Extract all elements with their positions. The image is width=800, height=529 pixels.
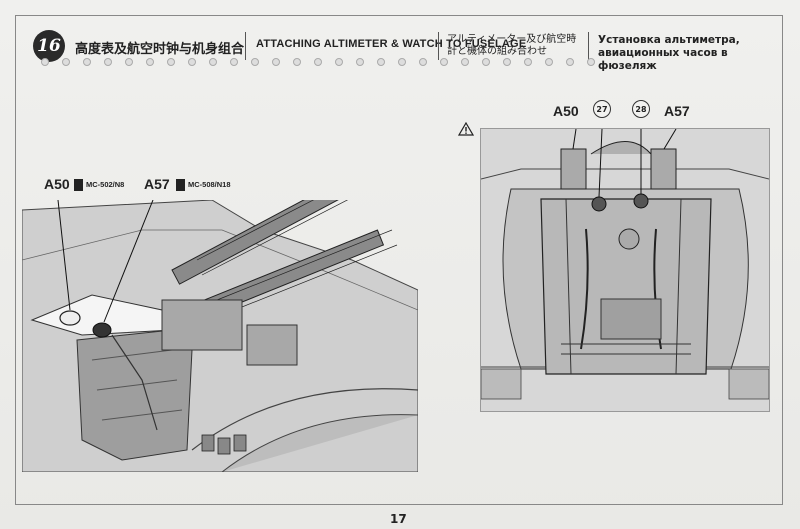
page-frame <box>15 15 783 505</box>
callout-28: 28 <box>632 100 650 118</box>
paint-brush-icon <box>74 179 83 191</box>
title-japanese: アルティメーター及び航空時計と機体の組み合わせ <box>447 34 577 57</box>
part-label-a50: A50 <box>553 103 579 119</box>
paint-code-a50: MC-502/N8 <box>74 179 124 191</box>
page-number: 17 <box>390 512 407 526</box>
part-label-a57: A57 <box>144 176 170 192</box>
title-russian: Установка альтиметра, авиационных часов … <box>598 34 740 72</box>
paint-code-a57: MC-508/N18 <box>176 179 231 191</box>
paint-brush-icon <box>176 179 185 191</box>
warning-triangle-icon <box>458 122 474 136</box>
fuselage-cockpit-illustration <box>22 200 418 472</box>
title-separator <box>588 32 589 60</box>
title-chinese: 高度表及航空时钟与机身组合 <box>75 42 245 57</box>
binding-holes <box>41 58 595 66</box>
callout-27: 27 <box>593 100 611 118</box>
title-english: ATTACHING ALTIMETER & WATCH TO FUSELAGE <box>256 38 527 50</box>
title-separator <box>438 32 439 60</box>
part-label-a57: A57 <box>664 103 690 119</box>
rear-cockpit-view-illustration <box>480 128 770 412</box>
title-separator <box>245 32 246 60</box>
step-number-badge: 16 <box>33 30 65 62</box>
part-label-a50: A50 <box>44 176 70 192</box>
